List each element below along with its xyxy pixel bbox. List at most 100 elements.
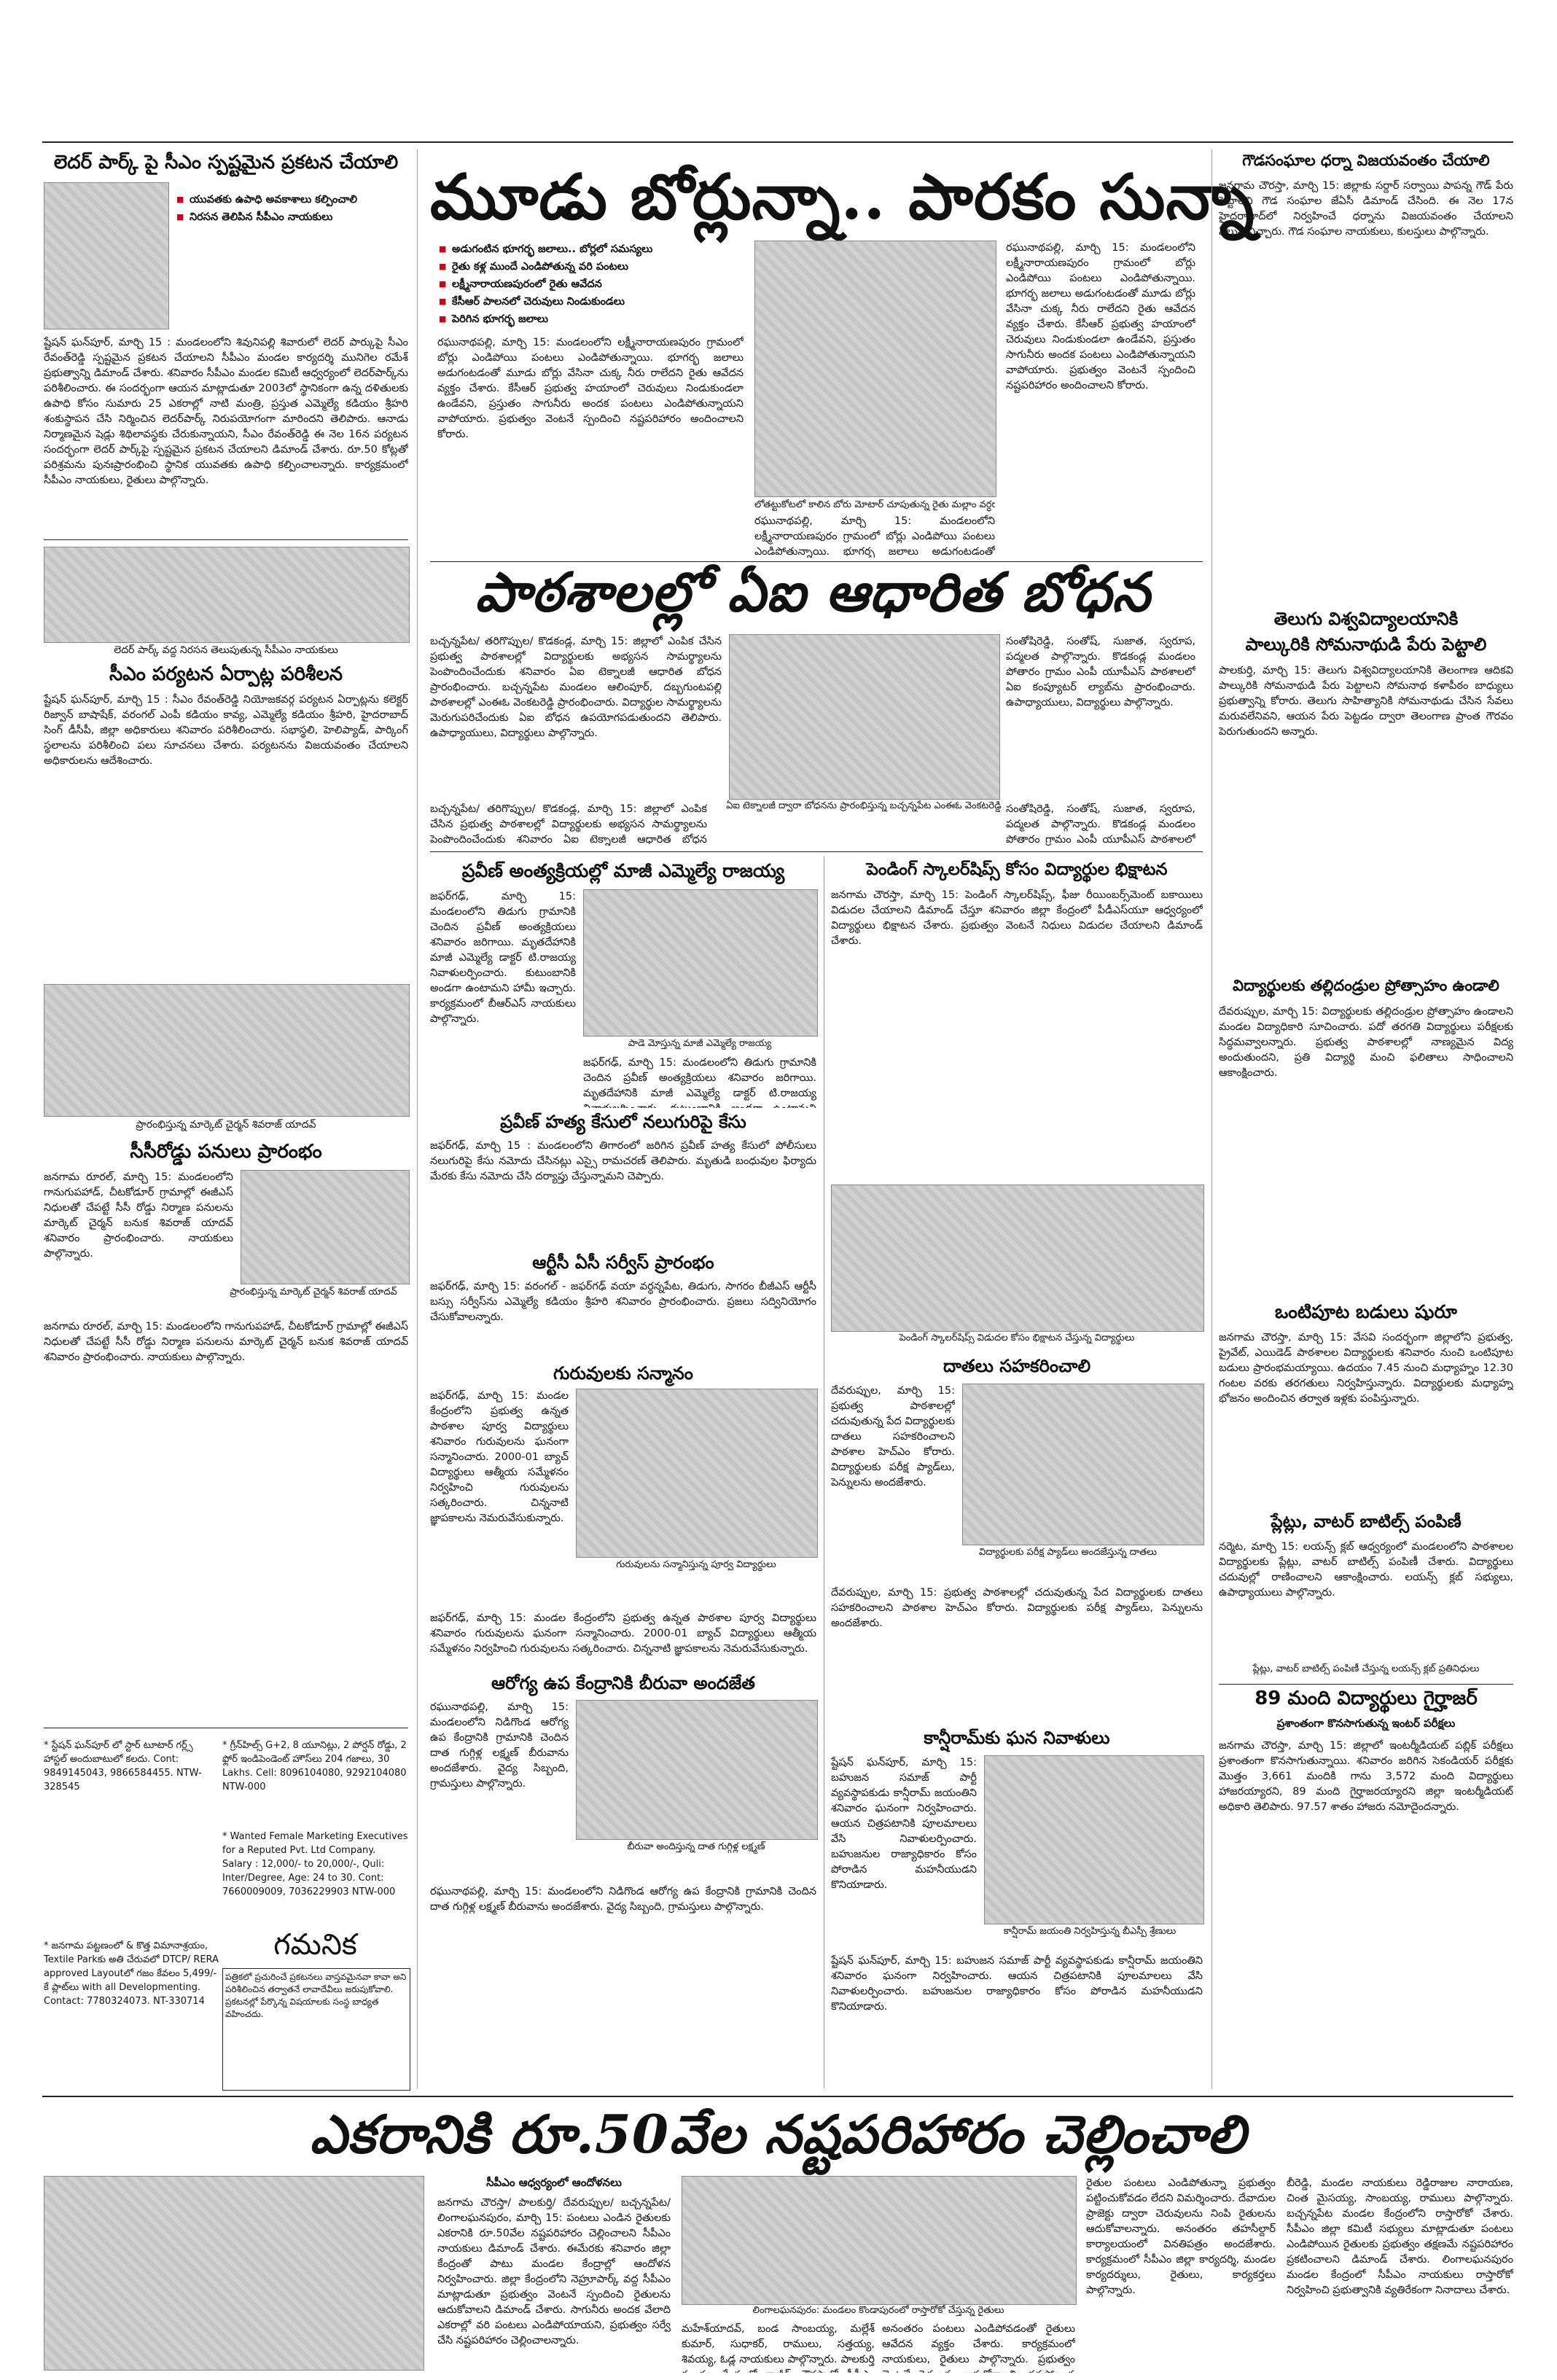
main-headline: మూడు బోర్లున్నా.. పారకం సున్నా <box>430 160 1255 234</box>
notice-headline: గమనిక <box>273 1928 357 1962</box>
plates-body: నర్మెట, మార్చి 15: లయన్స్ క్లబ్ ఆధ్వర్యం… <box>1219 1541 1513 1599</box>
cm-body: ష్టేషన్ ఘన్‌పూర్, మార్చి 15 : సీఎం రేవంత… <box>44 694 408 767</box>
donor-body: దేవరుప్పుల, మార్చి 15: ప్రభుత్వ పాఠశాలల్… <box>831 1385 955 1489</box>
guru-body-more: జఫర్‌గఢ్, మార్చి 15: మండల కేంద్రంలోని ప్… <box>430 1612 816 1655</box>
bottom-col-3: మహేశ్‌యాదవ్, బండ సాంబయ్య, మల్లేశ్ కుమార్… <box>682 2323 875 2373</box>
half-day-body: జనగామ చౌరస్తా, మార్చి 15: వేసవి సందర్భంగ… <box>1219 1332 1513 1405</box>
bottom-col-5: బీరెడ్డి, మండల నాయకులు రెడ్డిరాజుల నారాయ… <box>1287 2177 1513 2296</box>
kanshi-body-more: ష్టేషన్ ఘన్‌పూర్, మార్చి 15: బహుజన సమాజ్… <box>831 1955 1203 2013</box>
arogya-body-more: రఘునాథపల్లి, మార్చి 15: మండలంలోని నిడిగొ… <box>430 1886 816 1913</box>
bore-photo <box>754 241 996 497</box>
arogya-headline: ఆరోగ్య ఉప కేంద్రానికి బీరువా అందజేత <box>491 1673 755 1693</box>
photo-caption: లెదర్ పార్క్ వద్ద నిరసన తెలుపుతున్న సీపీ… <box>114 644 338 656</box>
absent-subhead: ప్రశాంతంగా కొనసాగుతున్న ఇంటర్ పరీక్షలు <box>1276 1717 1456 1730</box>
donor-body-more: దేవరుప్పుల, మార్చి 15: ప్రభుత్వ పాఠశాలల్… <box>831 1587 1203 1629</box>
ai-body-end2: సంతోషిరెడ్డి, సంతోష్, సుజాత, స్వరూప, పద్… <box>1006 803 1195 846</box>
ai-body-more: సంతోషిరెడ్డి, సంతోష్, సుజాత, స్వరూప, పద్… <box>1006 636 1195 709</box>
bore-body-more: రఘునాథపల్లి, మార్చి 15: మండలంలోని లక్ష్మ… <box>1006 242 1195 391</box>
photo-caption: ప్రారంభిస్తున్న మార్కెట్ చైర్మన్ శివరాజ్… <box>230 1287 397 1298</box>
ai-photo <box>729 634 1000 800</box>
ai-headline: పాఠశాలల్లో ఏఐ ఆధారిత బోధన <box>475 561 1151 624</box>
cc-body-more: జనగామ రూరల్, మార్చి 15: మండలంలోని గానుగు… <box>44 1321 408 1363</box>
telugu-headline: తెలుగు విశ్వవిద్యాలయానికి <box>1273 609 1459 629</box>
bottom-rule <box>42 2096 1513 2097</box>
palkuri-body: పాలకుర్తి, మార్చి 15: తెలుగు విశ్వవిద్యా… <box>1219 665 1513 738</box>
bullet-item: అడుగంటిన భూగర్భ జలాలు.. బోర్లలో సమస్యలు <box>439 241 765 258</box>
absent-body: జనగామ చౌరస్తా, మార్చి 15: జిల్లాలో ఇంటర్… <box>1219 1740 1513 1813</box>
divider <box>430 851 1203 852</box>
classified-ad: * గ్రీన్‌హిల్స్ G+2, 8 యూనిట్లు, 2 పోర్ష… <box>222 1740 407 1792</box>
guru-headline: గురువులకు సన్మానం <box>553 1363 693 1384</box>
classified-ad: * Wanted Female Marketing Executives for… <box>222 1831 408 1897</box>
plates-headline: ప్లేట్లు, వాటర్ బాటిల్స్ పంపిణీ <box>1271 1513 1462 1532</box>
bottom-col-4: అనంతరం పంటలు ఎండిపోవడంతో రైతులు ఆవేదన వ్… <box>882 2323 1075 2373</box>
divider <box>44 539 408 540</box>
protest-photo <box>44 547 410 643</box>
half-day-headline: ఒంటిపూట బడులు షురూ <box>1275 1301 1457 1322</box>
kanshi-photo <box>984 1755 1204 1924</box>
gouda-headline: గౌడసంఘాల ధర్నా విజయవంతం చేయాలి <box>1242 152 1490 169</box>
arogya-photo <box>576 1700 818 1840</box>
leather-headline: లెదర్ పార్క్ పై సీఎం స్పష్టమైన ప్రకటన చే… <box>53 152 399 173</box>
bore-body: రఘునాథపల్లి, మార్చి 15: మండలంలోని లక్ష్మ… <box>437 337 744 440</box>
palkuri-headline: పాల్కురికి సోమనాథుడి పేరు పెట్టాలి <box>1245 634 1487 655</box>
photo-caption: లింగాలఘనపురం: మండలం కొండాపురంలో రాస్తారో… <box>752 2305 1004 2316</box>
bullet-item: రైతు కళ్ల ముందే ఎండిపోతున్న వరి పంటలు <box>439 258 765 276</box>
rajaiah-body-more: జఫర్‌గఢ్, మార్చి 15: మండలంలోని తిడుగు గ్… <box>583 1057 816 1108</box>
bullet-item: యువతకు ఉపాధి అవకాశాలు కల్పించాలి <box>176 191 423 208</box>
photo-caption: కాన్షీరామ్ జయంతి నిర్వహిస్తున్న బీఎస్పీ … <box>1003 1926 1176 1937</box>
photo-caption: బీరువా అందిస్తున్న దాత గుగ్గిళ్ల లక్ష్మణ… <box>627 1841 765 1852</box>
divider <box>430 561 1203 562</box>
ai-body: బచ్చన్నపేట/ తరిగొప్పుల/ కొడకండ్ల, మార్చి… <box>430 636 722 739</box>
scholar-photo <box>831 1185 1204 1332</box>
divider <box>1219 1684 1513 1685</box>
photo-caption: ఏఐ టెక్నాలజీ ద్వారా బోధనను ప్రారంభిస్తున… <box>726 800 1002 811</box>
photo-caption: ప్లేట్లు, వాటర్ బాటిల్స్ పంపిణీ చేస్తున్… <box>1252 1663 1480 1674</box>
donor-headline: దాతలు సహకరించాలి <box>943 1356 1091 1376</box>
guru-photo <box>576 1389 818 1558</box>
rajaiah-headline: ప్రవీణ్ అంత్యక్రియల్లో మాజీ ఎమ్మెల్యే రా… <box>461 860 785 881</box>
absent-headline: 89 మంది విద్యార్థులు గైర్హాజర్ <box>1254 1688 1478 1709</box>
guru-body: జఫర్‌గఢ్, మార్చి 15: మండల కేంద్రంలోని ప్… <box>430 1390 569 1524</box>
bottom-left-photo <box>44 2176 424 2371</box>
inspection-photo <box>44 984 410 1117</box>
column-rule <box>417 149 418 2088</box>
leather-photo <box>44 182 169 329</box>
bottom-headline: ఎకరానికి రూ.50వేల నష్టపరిహారం చెల్లించాల… <box>309 2103 1246 2165</box>
gouda-body: జనగామ చౌరస్తా, మార్చి 15: జిల్లాకు సర్దా… <box>1219 180 1513 238</box>
kanshi-body: ష్టేషన్ ఘన్‌పూర్, మార్చి 15: బహుజన సమాజ్… <box>831 1757 977 1891</box>
rajaiah-body: జఫర్‌గఢ్, మార్చి 15: మండలంలోని తిడుగు గ్… <box>430 891 576 1025</box>
ai-body-end: బచ్చన్నపేట/ తరిగొప్పుల/ కొడకండ్ల, మార్చి… <box>430 803 707 846</box>
classified-ad: * స్టేషన్ ఘన్‌పూర్ లో స్టార్ టూటార్ గర్ల… <box>44 1740 202 1792</box>
cm-headline: సీఎం పర్యటన ఏర్పాట్ల పరిశీలన <box>109 663 343 685</box>
photo-caption: పెండింగ్ స్కాలర్‌షిప్స్ విడుదల కోసం భిక్… <box>899 1333 1135 1343</box>
bullet-item: కేసీఆర్ పాలనలో చెరువులు నిండుకుండలు <box>439 293 765 311</box>
column-rule <box>1211 149 1212 2088</box>
cpm-subhead: సీపీఎం ఆధ్వర్యంలో ఆందోళనలు <box>486 2176 622 2189</box>
photo-caption: విద్యార్థులకు పరీక్ష ప్యాడ్‌లు అందజేస్తు… <box>978 1547 1158 1558</box>
donor-photo <box>962 1384 1204 1545</box>
notice-body: పత్రికలో ప్రచురించే ప్రకటనలు వాస్తవమైనవా… <box>222 1968 410 2091</box>
kanshi-headline: కాన్షీరామ్‌కు ఘన నివాళులు <box>924 1728 1110 1748</box>
arogya-body: రఘునాథపల్లి, మార్చి 15: మండలంలోని నిడిగొ… <box>430 1701 569 1790</box>
leather-bullets: యువతకు ఉపాధి అవకాశాలు కల్పించాలి నిరసన త… <box>175 191 423 226</box>
photo-caption: గురువులను సన్మానిస్తున్న పూర్వ విద్యార్థ… <box>616 1559 776 1570</box>
leather-body: ష్టేషన్ ఘన్‌పూర్, మార్చి 15 : మండలంలోని … <box>44 337 408 486</box>
bullet-item: లక్ష్మీనారాయణపురంలో రైతు ఆవేదన <box>439 276 765 293</box>
bore-bullets: అడుగంటిన భూగర్భ జలాలు.. బోర్లలో సమస్యలు … <box>437 241 765 328</box>
bottom-col-1: జనగామ చౌరస్తా/ పాలకుర్తి/ దేవరుప్పుల/ బచ… <box>437 2197 671 2346</box>
cc-body: జనగామ రూరల్, మార్చి 15: మండలంలోని గానుగు… <box>44 1171 233 1260</box>
classified-ad: * జనగామ పట్టణంలో & కొత్త విమానాశ్రయం, Te… <box>44 1940 219 2007</box>
bullet-item: నిరసన తెలిపిన సీపీఎం నాయకులు <box>176 208 423 226</box>
encourage-headline: విద్యార్థులకు తల్లిదండ్రుల ప్రోత్సాహం ఉం… <box>1233 977 1499 994</box>
encourage-body: దేవరుప్పుల, మార్చి 15: విద్యార్థులకు తల్… <box>1219 1006 1513 1079</box>
cc-headline: సీసీరోడ్డు పనులు ప్రారంభం <box>130 1141 322 1163</box>
bottom-center-photo <box>682 2176 1077 2305</box>
photo-caption: లోతట్టుకోటలో కాలిన బోరు మోటార్ చూపుతున్న… <box>754 499 995 510</box>
rtc-headline: ఆర్టీసీ ఏసీ సర్వీస్ ప్రారంభం <box>532 1252 714 1273</box>
bore-body-end: రఘునాథపల్లి, మార్చి 15: మండలంలోని లక్ష్మ… <box>754 515 995 558</box>
rajaiah-photo <box>583 889 818 1037</box>
scholar-headline: పెండింగ్ స్కాలర్‌షిప్స్ కోసం విద్యార్థుల… <box>866 860 1168 879</box>
praveen-body: జఫర్‌గఢ్, మార్చి 15 : మండలంలోని తిగారంలో… <box>430 1140 816 1182</box>
rtc-body: జఫర్‌గఢ్, మార్చి 15: వరంగల్ - జఫర్‌గఢ్ వ… <box>430 1281 816 1323</box>
